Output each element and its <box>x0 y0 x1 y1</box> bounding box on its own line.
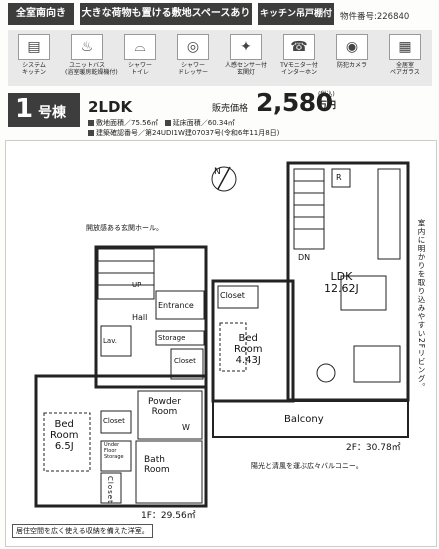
bath-room-label: Bath Room <box>144 455 170 475</box>
system-kitchen-feature: ▤ システム キッチン <box>12 34 56 76</box>
unit-badge: 1 号棟 <box>8 93 80 127</box>
tv-intercom-feature: ☎ TVモニター付 インターホン <box>277 34 321 76</box>
permit-number: 建築確認番号／第24UDI1W建07037号(令和6年11月8日) <box>96 129 280 137</box>
powder-room-box <box>137 390 203 440</box>
floor1-area: 1F：29.56㎡ <box>141 511 196 521</box>
floor-area: 延床面積／60.34㎡ <box>172 119 235 127</box>
refrigerator-space <box>331 168 351 188</box>
icon-label: ユニットバス (浴室暖房乾燥機付) <box>65 62 118 76</box>
closet-1f-c-label: Closet <box>106 476 114 504</box>
powder-room-label: Powder Room <box>148 397 181 417</box>
closet-1f-a-label: Closet <box>174 357 196 365</box>
storage-1f <box>155 330 205 346</box>
shower-toilet-feature: ⌓ シャワー トイレ <box>118 34 162 76</box>
unit-number: 1 <box>15 94 34 124</box>
floor2-bed-outline <box>219 322 247 372</box>
shower-toilet-icon: ⌓ <box>124 34 156 60</box>
floor2-area: 2F：30.78㎡ <box>346 443 401 453</box>
living-vertical-note: 室内に明かりを取り込みやすい2Fリビング。 <box>417 219 426 392</box>
icon-label: シャワー トイレ <box>127 62 152 76</box>
price-value: 2,580 <box>256 88 333 117</box>
unit-suffix: 号棟 <box>38 105 66 121</box>
under-floor-storage-label: Under Floor Storage <box>104 442 124 460</box>
balcony-label: Balcony <box>284 414 324 425</box>
compass-icon <box>211 166 237 192</box>
pair-glass-icon: ▦ <box>389 34 421 60</box>
icon-label: 防犯カメラ <box>336 62 367 69</box>
site-area: 敷地面積／75.56㎡ <box>96 119 159 127</box>
unit-bath-icon: ♨ <box>71 34 103 60</box>
bullet-square-icon <box>88 130 94 136</box>
bullet-square-icon <box>88 120 94 126</box>
area-info: 敷地面積／75.56㎡ 延床面積／60.34㎡ <box>88 118 235 128</box>
balcony-callout: 陽光と清風を運ぶ広々バルコニー。 <box>251 461 363 471</box>
feature-storage-space: 大きな荷物も置ける敷地スペースあり <box>80 3 252 25</box>
entrance-label: Entrance <box>158 301 194 310</box>
sofa <box>353 345 401 383</box>
icon-label: TVモニター付 インターホン <box>280 62 318 76</box>
icon-label: 人感センサー付 玄関灯 <box>224 62 267 76</box>
floor2-closet-label: Closet <box>220 291 245 300</box>
security-camera-feature: ◉ 防犯カメラ <box>330 34 374 69</box>
floor-plan: N 開放感ある玄関ホール。 室内に明かりを取り込みやすい2Fリビング。 DN R… <box>5 140 437 547</box>
security-camera-icon: ◉ <box>336 34 368 60</box>
coffee-table <box>316 363 336 383</box>
compass-north-label: N <box>214 167 221 177</box>
stairs-down-label: DN <box>298 253 311 262</box>
price-tax-note: (税込) <box>318 91 335 98</box>
feature-south-facing: 全室南向き <box>8 3 74 25</box>
property-number: 物件番号:226840 <box>340 12 410 22</box>
system-kitchen-icon: ▤ <box>18 34 50 60</box>
icon-label: システム キッチン <box>21 62 46 76</box>
dining-table <box>340 275 387 311</box>
tv-intercom-icon: ☎ <box>283 34 315 60</box>
shower-dresser-icon: ◎ <box>177 34 209 60</box>
floor1-stairs <box>97 248 155 300</box>
lavatory <box>100 325 132 357</box>
bullet-square-icon <box>164 120 171 126</box>
floor1-bedroom-label: Bed Room 6.5J <box>50 419 79 452</box>
stairs-up-label: UP <box>132 281 142 289</box>
under-floor-storage <box>100 440 132 472</box>
floor1-bed-outline <box>43 412 91 472</box>
price-label: 販売価格 <box>212 104 249 114</box>
feature-kitchen-cabinet: キッチン吊戸棚付き <box>258 3 334 41</box>
storage-label: Storage <box>158 334 186 342</box>
balcony-outline <box>212 400 409 438</box>
floor2-bedroom-label: Bed Room 4.43J <box>234 333 263 366</box>
floor2-closet <box>217 285 259 309</box>
unit-bath-feature: ♨ ユニットバス (浴室暖房乾燥機付) <box>65 34 118 76</box>
lavatory-label: Lav. <box>103 337 118 345</box>
closet-1f-a <box>170 348 204 380</box>
permit-info: 建築確認番号／第24UDI1W建07037号(令和6年11月8日) <box>88 128 279 138</box>
shower-dresser-feature: ◎ シャワー ドレッサー <box>171 34 215 76</box>
floor2-stairs <box>293 168 325 250</box>
icon-label: 全居室 ペアガラス <box>390 62 420 76</box>
layout-type: 2LDK <box>88 98 133 116</box>
hall-callout: 開放感ある玄関ホール。 <box>86 223 163 233</box>
closet-1f-b-label: Closet <box>103 417 125 425</box>
bath-room-box <box>135 440 203 504</box>
price-unit: 万円 <box>318 101 337 111</box>
entrance-area <box>155 290 205 320</box>
bottom-callout: 居住空間を広く使える収納を備えた洋室。 <box>12 524 153 538</box>
washer-label: W <box>182 423 190 432</box>
closet-1f-b <box>100 410 132 434</box>
icon-label: シャワー ドレッサー <box>177 62 208 76</box>
hall-label: Hall <box>132 313 148 322</box>
floor1-lower-wall <box>34 374 208 508</box>
sensor-light-icon: ✦ <box>230 34 262 60</box>
ldk-label: LDK 12.62J <box>324 270 359 295</box>
kitchen-counter <box>377 168 401 260</box>
refrigerator-label: R <box>336 173 342 182</box>
floor-plan-drawing <box>34 161 410 508</box>
floor1-upper-wall <box>94 245 208 389</box>
pair-glass-feature: ▦ 全居室 ペアガラス <box>383 34 427 76</box>
closet-1f-c <box>100 472 122 504</box>
sensor-light-feature: ✦ 人感センサー付 玄関灯 <box>224 34 268 76</box>
